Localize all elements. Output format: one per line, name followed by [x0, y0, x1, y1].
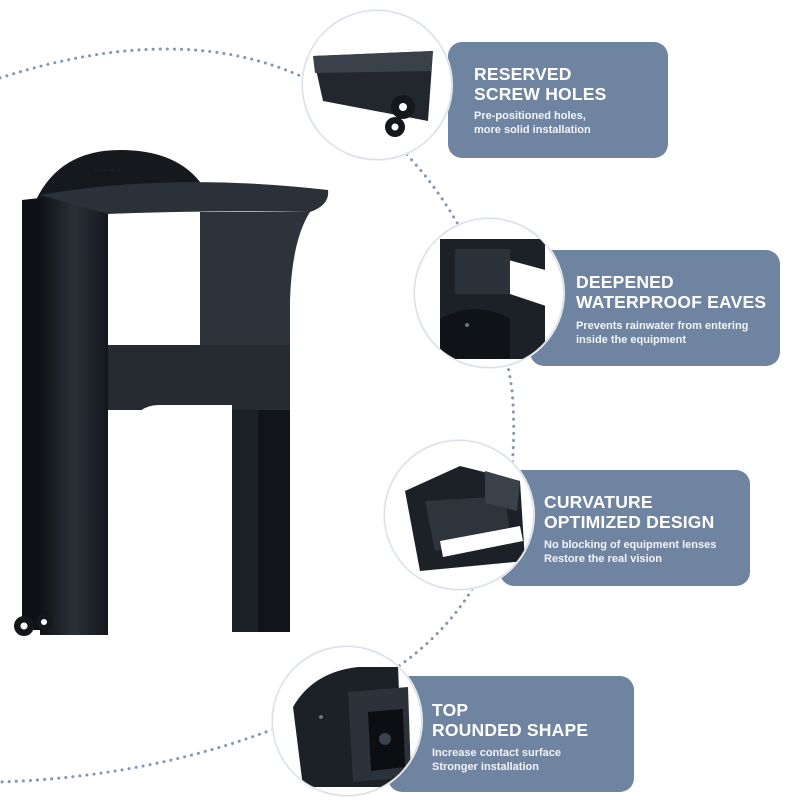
- feature-desc-line2: inside the equipment: [576, 334, 687, 346]
- feature-title-line2: OPTIMIZED DESIGN: [544, 512, 715, 532]
- feature-desc-line1: No blocking of equipment lenses: [544, 539, 717, 551]
- feature-title-line2: ROUNDED SHAPE: [432, 720, 589, 740]
- detail-circle-rounded-shape: [272, 646, 422, 796]
- feature-panel-rounded-shape: TOP ROUNDED SHAPE Increase contact surfa…: [388, 676, 634, 792]
- feature-desc-line2: Restore the real vision: [544, 553, 662, 565]
- svg-text:·· ··· ·· ··: ·· ··· ·· ··: [94, 167, 121, 174]
- feature-title-line1: CURVATURE: [544, 492, 653, 512]
- curvature-detail-image: [405, 466, 525, 571]
- feature-desc-line1: Prevents rainwater from entering: [576, 320, 749, 332]
- feature-panel-screw-holes: RESERVED SCREW HOLES Pre-positioned hole…: [448, 42, 668, 158]
- feature-desc-line2: more solid installation: [474, 124, 591, 136]
- detail-circle-curvature-design: [384, 440, 534, 590]
- feature-desc-line1: Increase contact surface: [432, 747, 562, 759]
- feature-title-line1: TOP: [432, 700, 469, 720]
- feature-desc-line1: Pre-positioned holes,: [474, 110, 586, 122]
- feature-title-line2: WATERPROOF EAVES: [576, 292, 767, 312]
- feature-desc-line2: Stronger installation: [432, 761, 539, 773]
- feature-title-line1: DEEPENED: [576, 272, 674, 292]
- screw-hole-detail-image: [313, 51, 433, 137]
- rounded-shape-detail-image: [293, 667, 411, 787]
- feature-title-line1: RESERVED: [474, 64, 572, 84]
- feature-panel-curvature-design: CURVATURE OPTIMIZED DESIGN No blocking o…: [500, 470, 750, 586]
- feature-title-line2: SCREW HOLES: [474, 84, 607, 104]
- detail-circle-screw-holes: [302, 10, 452, 160]
- eaves-detail-image: [440, 239, 560, 359]
- detail-circle-waterproof-eaves: [414, 218, 564, 368]
- feature-panel-waterproof-eaves: DEEPENED WATERPROOF EAVES Prevents rainw…: [530, 250, 780, 366]
